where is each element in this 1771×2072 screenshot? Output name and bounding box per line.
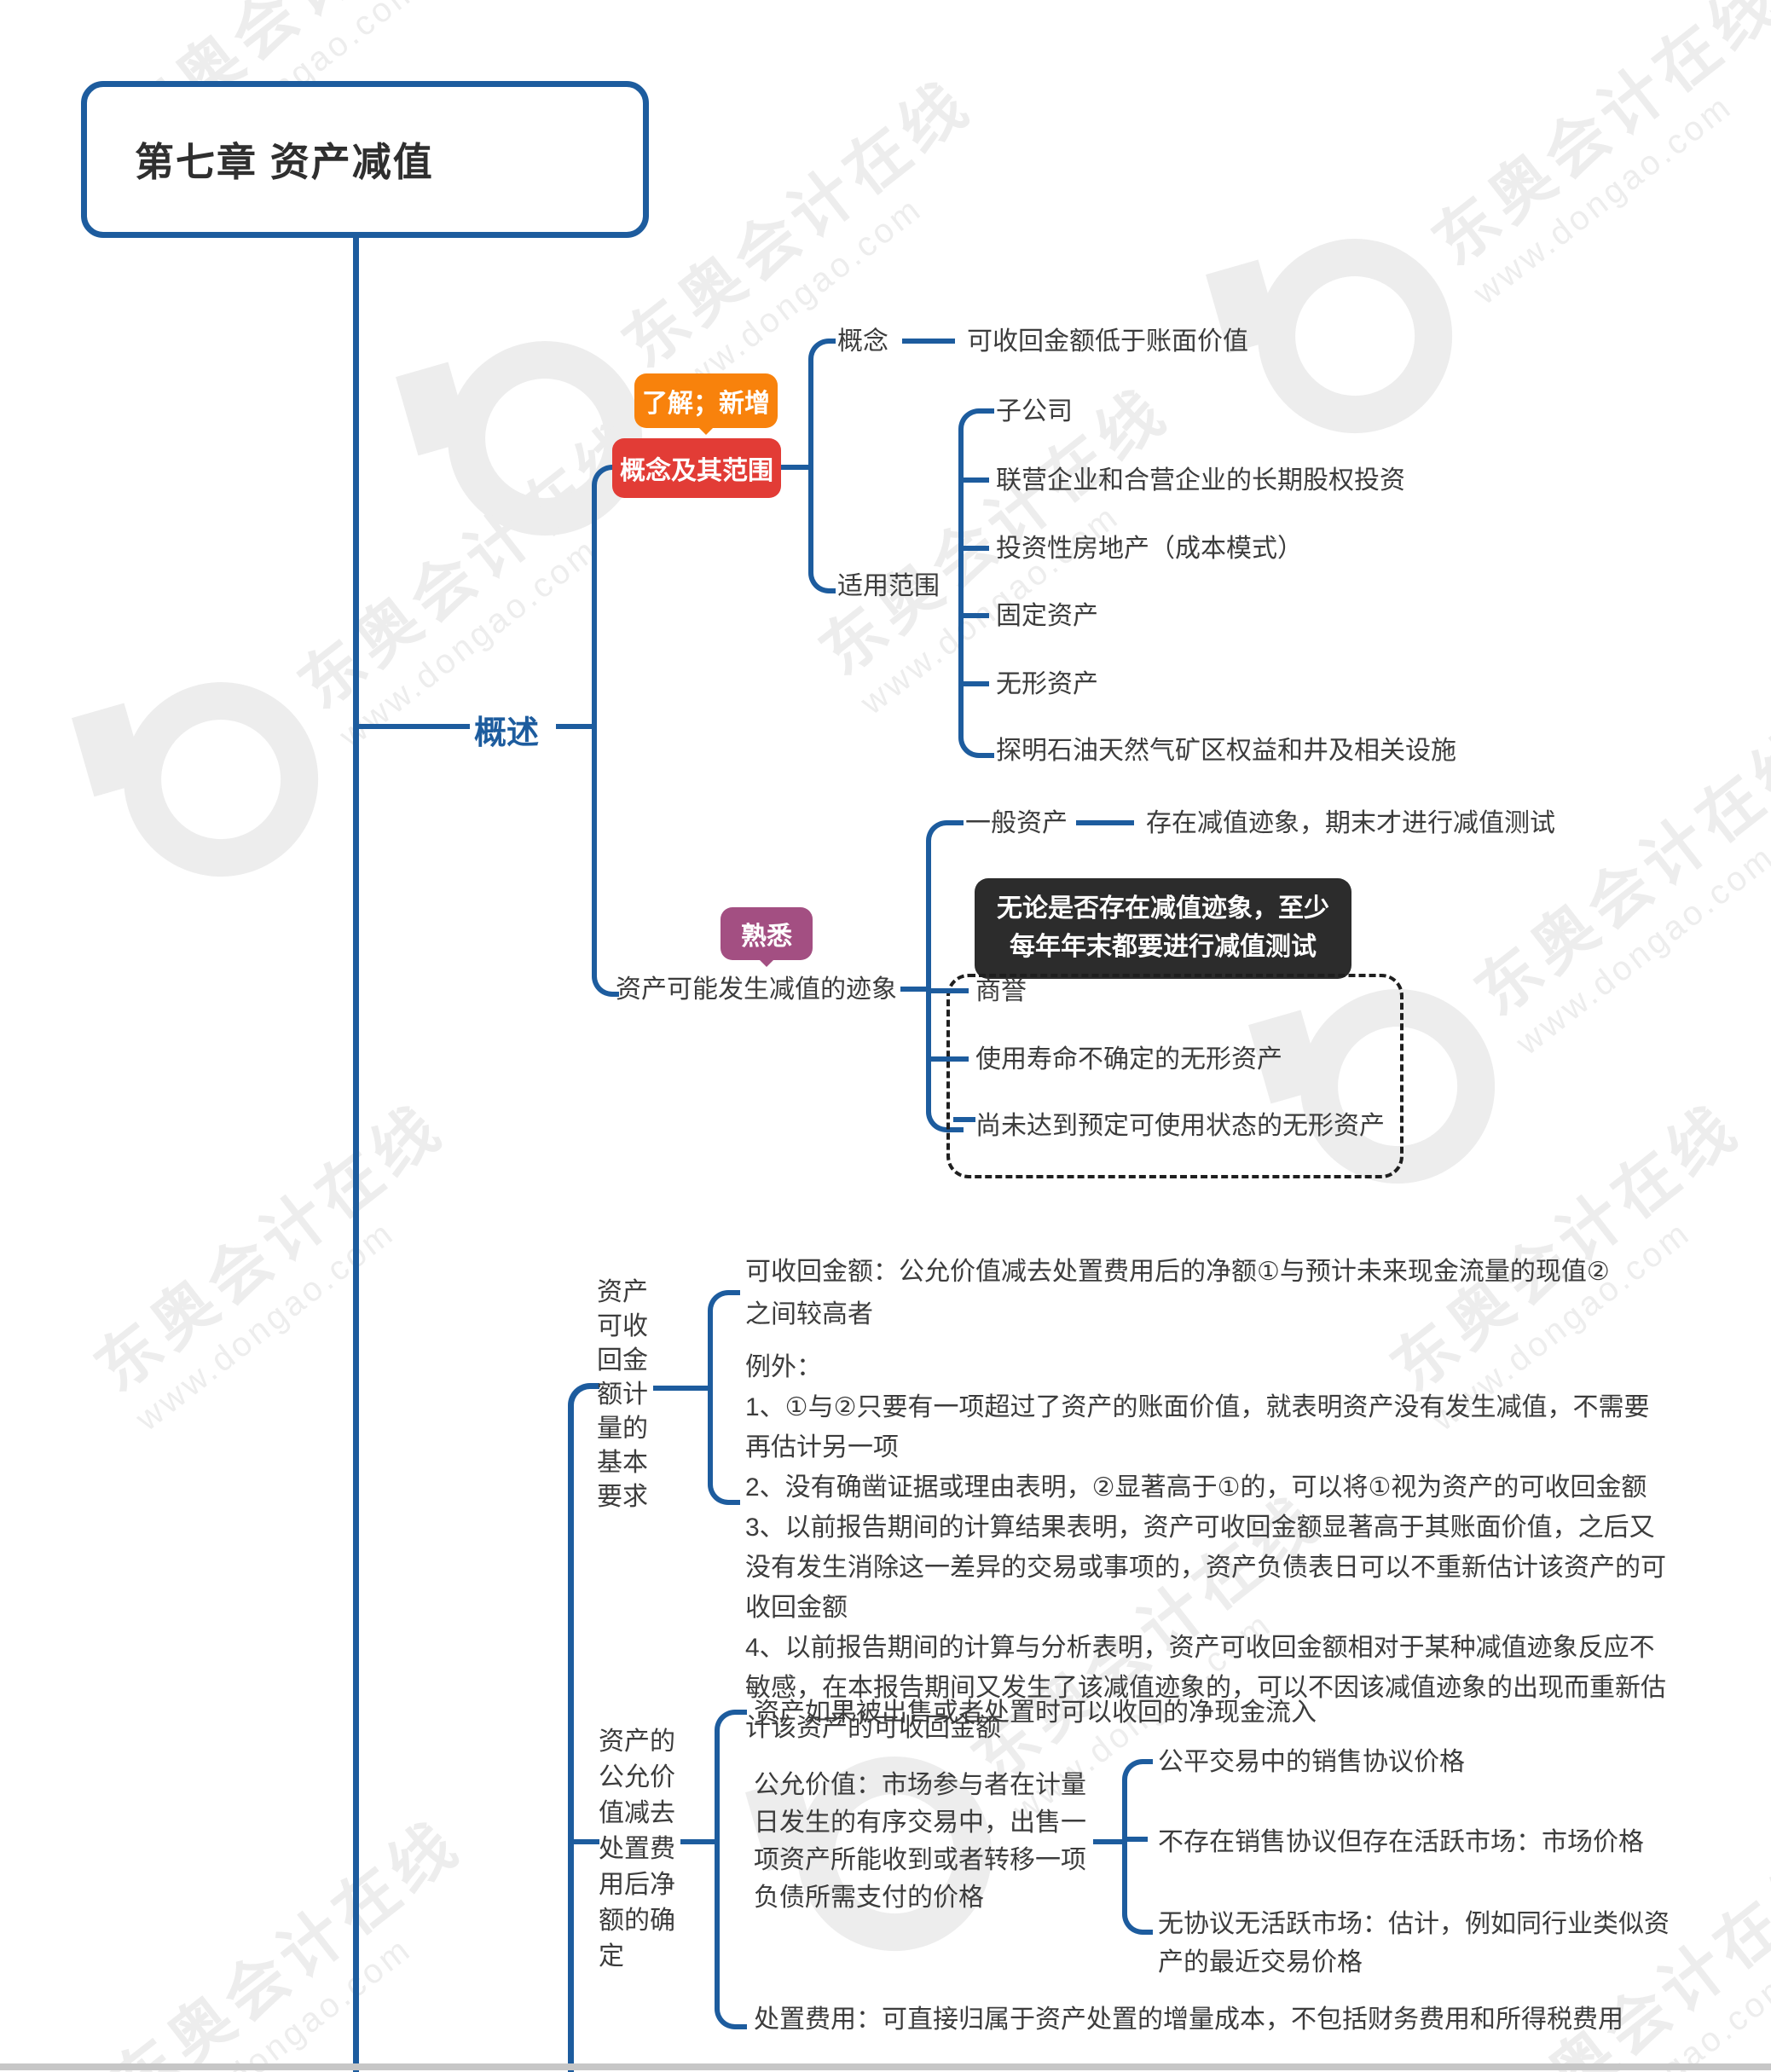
vlabel-line: 基本 (597, 1449, 648, 1477)
vlabel-line: 处置费 (599, 1835, 675, 1863)
vlabel-line: 值减去 (599, 1799, 675, 1827)
method-item[interactable]: 公平交易中的销售协议价格 (1158, 1748, 1465, 1776)
vlabel-line: 用后净 (599, 1871, 675, 1899)
bracket-fairvalue-methods (1122, 1759, 1153, 1935)
vlabel-line: 量的 (597, 1415, 648, 1443)
exception-item: 3、以前报告期间的计算结果表明，资产可收回金额显著高于其账面价值，之后又没有发生… (745, 1513, 1666, 1622)
bracket-concept (808, 339, 836, 593)
connector-line (574, 1839, 599, 1844)
trunk-line (353, 224, 359, 2072)
vlabel-line: 回金 (597, 1346, 648, 1375)
chapter-title-text: 第七章 资产减值 (135, 140, 434, 184)
connector-line (900, 987, 926, 992)
bracket-curve (568, 1383, 599, 1428)
connector-line (653, 1386, 708, 1391)
connector-line (1122, 1837, 1148, 1842)
node-overview[interactable]: 概述 (474, 715, 540, 751)
badge-familiar[interactable]: 熟悉 (721, 907, 813, 967)
node-disposal-cost[interactable]: 处置费用：可直接归属于资产处置的增量成本，不包括财务费用和所得税费用 (754, 2005, 1623, 2034)
connector-line (1076, 820, 1134, 825)
connector-line (953, 1117, 975, 1122)
dongao-logo-icon (84, 643, 358, 917)
node-measurement-requirements[interactable]: 资产 可收 回金 额计 量的 基本 要求 (597, 1276, 648, 1514)
vlabel-line: 定 (599, 1942, 624, 1971)
scope-item[interactable]: 固定资产 (996, 602, 1098, 630)
vlabel-line: 公允价 (599, 1763, 675, 1791)
scope-item[interactable]: 联营企业和合营企业的长期股权投资 (996, 466, 1405, 495)
node-general-assets[interactable]: 一般资产 (965, 809, 1068, 837)
connector-line (781, 465, 808, 470)
vlabel-line: 资产的 (599, 1728, 675, 1756)
connector-line (958, 613, 989, 618)
bracket-fairvalue (715, 1710, 747, 2029)
special-item[interactable]: 使用寿命不确定的无形资产 (975, 1045, 1282, 1074)
connector-line (902, 339, 955, 344)
node-label: 概念及其范围 (620, 457, 773, 485)
node-concept-value[interactable]: 可收回金额低于账面价值 (967, 327, 1248, 356)
special-item[interactable]: 商誉 (975, 977, 1027, 1005)
badge-label: 了解；新增 (642, 390, 770, 418)
node-net-cash-inflow[interactable]: 资产如果被出售或者处置时可以收回的净现金流入 (754, 1699, 1317, 1727)
connector-line (926, 988, 969, 993)
vlabel-line: 可收 (597, 1312, 648, 1340)
node-exceptions[interactable]: 例外： 1、①与②只要有一项超过了资产的账面价值，就表明资产没有发生减值，不需要… (745, 1347, 1675, 1748)
canvas-bottom-edge (0, 2063, 1771, 2070)
vlabel-line: 额计 (597, 1380, 648, 1409)
scope-item[interactable]: 投资性房地产（成本模式） (996, 535, 1303, 563)
connector-line (556, 724, 592, 729)
exception-item: 1、①与②只要有一项超过了资产的账面价值，就表明资产没有发生减值，不需要再估计另… (745, 1393, 1650, 1461)
dongao-logo-icon (1218, 200, 1492, 473)
connector-line (958, 546, 989, 551)
node-impairment-indications[interactable]: 资产可能发生减值的迹象 (616, 975, 897, 1004)
callout-annual-test[interactable]: 无论是否存在减值迹象，至少每年年末都要进行减值测试 (975, 878, 1351, 979)
root-node-chapter-title[interactable]: 第七章 资产减值 (81, 81, 649, 238)
node-fair-value-section[interactable]: 资产的 公允价 值减去 处置费 用后净 额的确 定 (599, 1724, 675, 1975)
node-general-assets-value[interactable]: 存在减值迹象，期末才进行减值测试 (1146, 809, 1555, 837)
badge-learn-new[interactable]: 了解；新增 (634, 373, 778, 435)
connector-line (958, 681, 989, 686)
badge-label: 熟悉 (741, 923, 792, 951)
connector-line (680, 1839, 715, 1844)
section-bracket-line (568, 1417, 574, 2072)
node-scope[interactable]: 适用范围 (837, 572, 940, 600)
connector-line (1093, 1839, 1122, 1844)
special-item[interactable]: 尚未达到预定可使用状态的无形资产 (975, 1112, 1385, 1140)
scope-item[interactable]: 探明石油天然气矿区权益和井及相关设施 (996, 737, 1456, 765)
scope-item[interactable]: 无形资产 (996, 670, 1098, 698)
connector-line (958, 477, 989, 483)
vlabel-line: 要求 (597, 1483, 648, 1511)
bracket-scope (958, 408, 994, 758)
connector-line (926, 1056, 969, 1062)
vlabel-line: 资产 (597, 1278, 648, 1306)
bracket-measurement (708, 1290, 740, 1505)
bracket-overview (592, 465, 619, 997)
scope-item[interactable]: 子公司 (996, 397, 1073, 425)
vlabel-line: 额的确 (599, 1907, 675, 1935)
method-item[interactable]: 不存在销售协议但存在活跃市场：市场价格 (1158, 1828, 1644, 1856)
exception-item: 2、没有确凿证据或理由表明，②显著高于①的，可以将①视为资产的可收回金额 (745, 1473, 1647, 1502)
node-recoverable-amount[interactable]: 可收回金额：公允价值减去处置费用后的净额①与预计未来现金流量的现值②之间较高者 (745, 1258, 1610, 1328)
dongao-logo-icon (1261, 950, 1535, 1224)
node-fair-value-definition[interactable]: 公允价值：市场参与者在计量日发生的有序交易中，出售一项资产所能收到或者转移一项负… (754, 1771, 1086, 1912)
method-item[interactable]: 无协议无活跃市场：估计，例如同行业类似资产的最近交易价格 (1158, 1910, 1670, 1977)
bracket-indications (926, 820, 964, 1132)
node-concept-and-scope[interactable]: 概念及其范围 (612, 438, 781, 498)
exception-item: 4、以前报告期间的计算与分析表明，资产可收回金额相对于某种减值迹象反应不敏感，在… (745, 1634, 1666, 1742)
exception-item: 例外： (745, 1353, 822, 1381)
connector-line (359, 724, 470, 729)
node-concept[interactable]: 概念 (837, 327, 888, 356)
